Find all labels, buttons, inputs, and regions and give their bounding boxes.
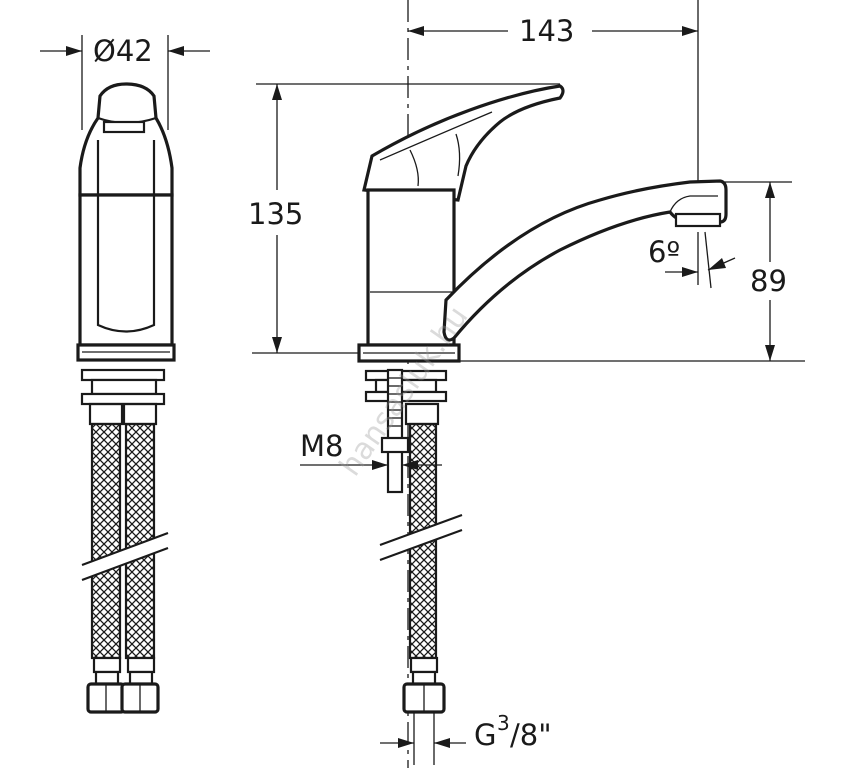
side-lever-slot bbox=[102, 120, 146, 134]
front-view: 143 135 89 bbox=[248, 0, 805, 768]
front-spout bbox=[442, 179, 728, 342]
side-body bbox=[78, 193, 174, 347]
body-height-label: 135 bbox=[248, 197, 303, 231]
hose-thread-prefix: G bbox=[474, 718, 496, 752]
spout-height-dimension: 89 bbox=[460, 181, 805, 362]
spout-length-label: 143 bbox=[519, 14, 574, 48]
spout-length-dimension: 143 bbox=[408, 0, 699, 182]
side-view: Ø42 bbox=[40, 34, 210, 714]
diameter-dimension: Ø42 bbox=[40, 34, 210, 130]
m8-stud bbox=[386, 368, 404, 494]
hose-thread-suffix: /8" bbox=[510, 718, 552, 752]
side-hose-left bbox=[90, 422, 122, 660]
angle-dimension: 6º bbox=[648, 231, 736, 289]
mount-thread-label: M8 bbox=[300, 429, 343, 463]
front-lever bbox=[362, 84, 565, 202]
hose-thread-dimension: G 3 /8" bbox=[380, 711, 552, 765]
hose-thread-sup: 3 bbox=[497, 711, 510, 735]
spout-height-label: 89 bbox=[750, 264, 787, 298]
angle-label: 6º bbox=[648, 235, 680, 269]
side-lever bbox=[78, 82, 174, 197]
body-height-dimension: 135 bbox=[248, 83, 560, 354]
diameter-label: Ø42 bbox=[93, 34, 153, 68]
